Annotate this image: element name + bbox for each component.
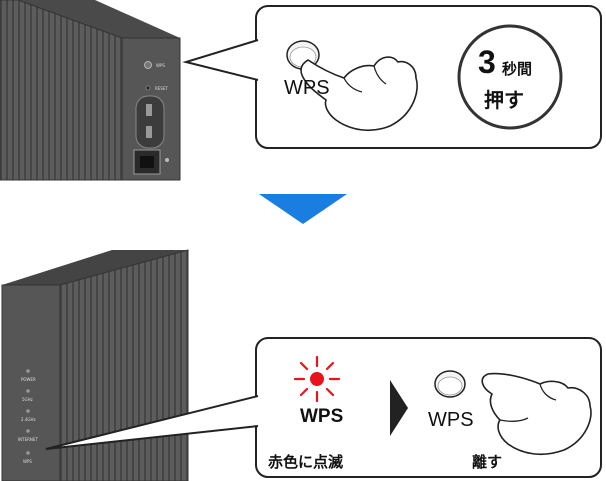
- wps-button-label-released: WPS: [428, 409, 474, 431]
- lamp-label-wps: WPS: [23, 459, 32, 464]
- duration-badge: [457, 24, 563, 130]
- badge-number: 3: [478, 44, 496, 80]
- device-reset-label: RESET: [155, 86, 168, 91]
- down-arrow-icon: [259, 194, 347, 224]
- lamp-label-5ghz: 5GHz: [22, 397, 33, 402]
- wps-lamp-label: WPS: [300, 406, 344, 427]
- lamp-label-internet: INTERNET: [18, 437, 38, 442]
- lamp-label-24ghz: 2.4GHz: [21, 417, 36, 422]
- router-top-illustration: [0, 0, 181, 181]
- badge-action: 押す: [484, 88, 524, 112]
- wps-button-press-illustration: [286, 40, 418, 132]
- device-wps-label: WPS: [156, 63, 165, 68]
- lamp-state-text: 赤色に点滅: [268, 453, 344, 471]
- wps-button-label: WPS: [284, 77, 330, 99]
- chevron-right-icon: [390, 380, 408, 436]
- release-action-text: 離す: [472, 453, 503, 471]
- wps-button-release-illustration: [434, 370, 592, 456]
- badge-unit: 秒間: [502, 60, 533, 78]
- red-lamp-blink-icon: [293, 355, 341, 403]
- lamp-label-power: POWER: [21, 377, 36, 382]
